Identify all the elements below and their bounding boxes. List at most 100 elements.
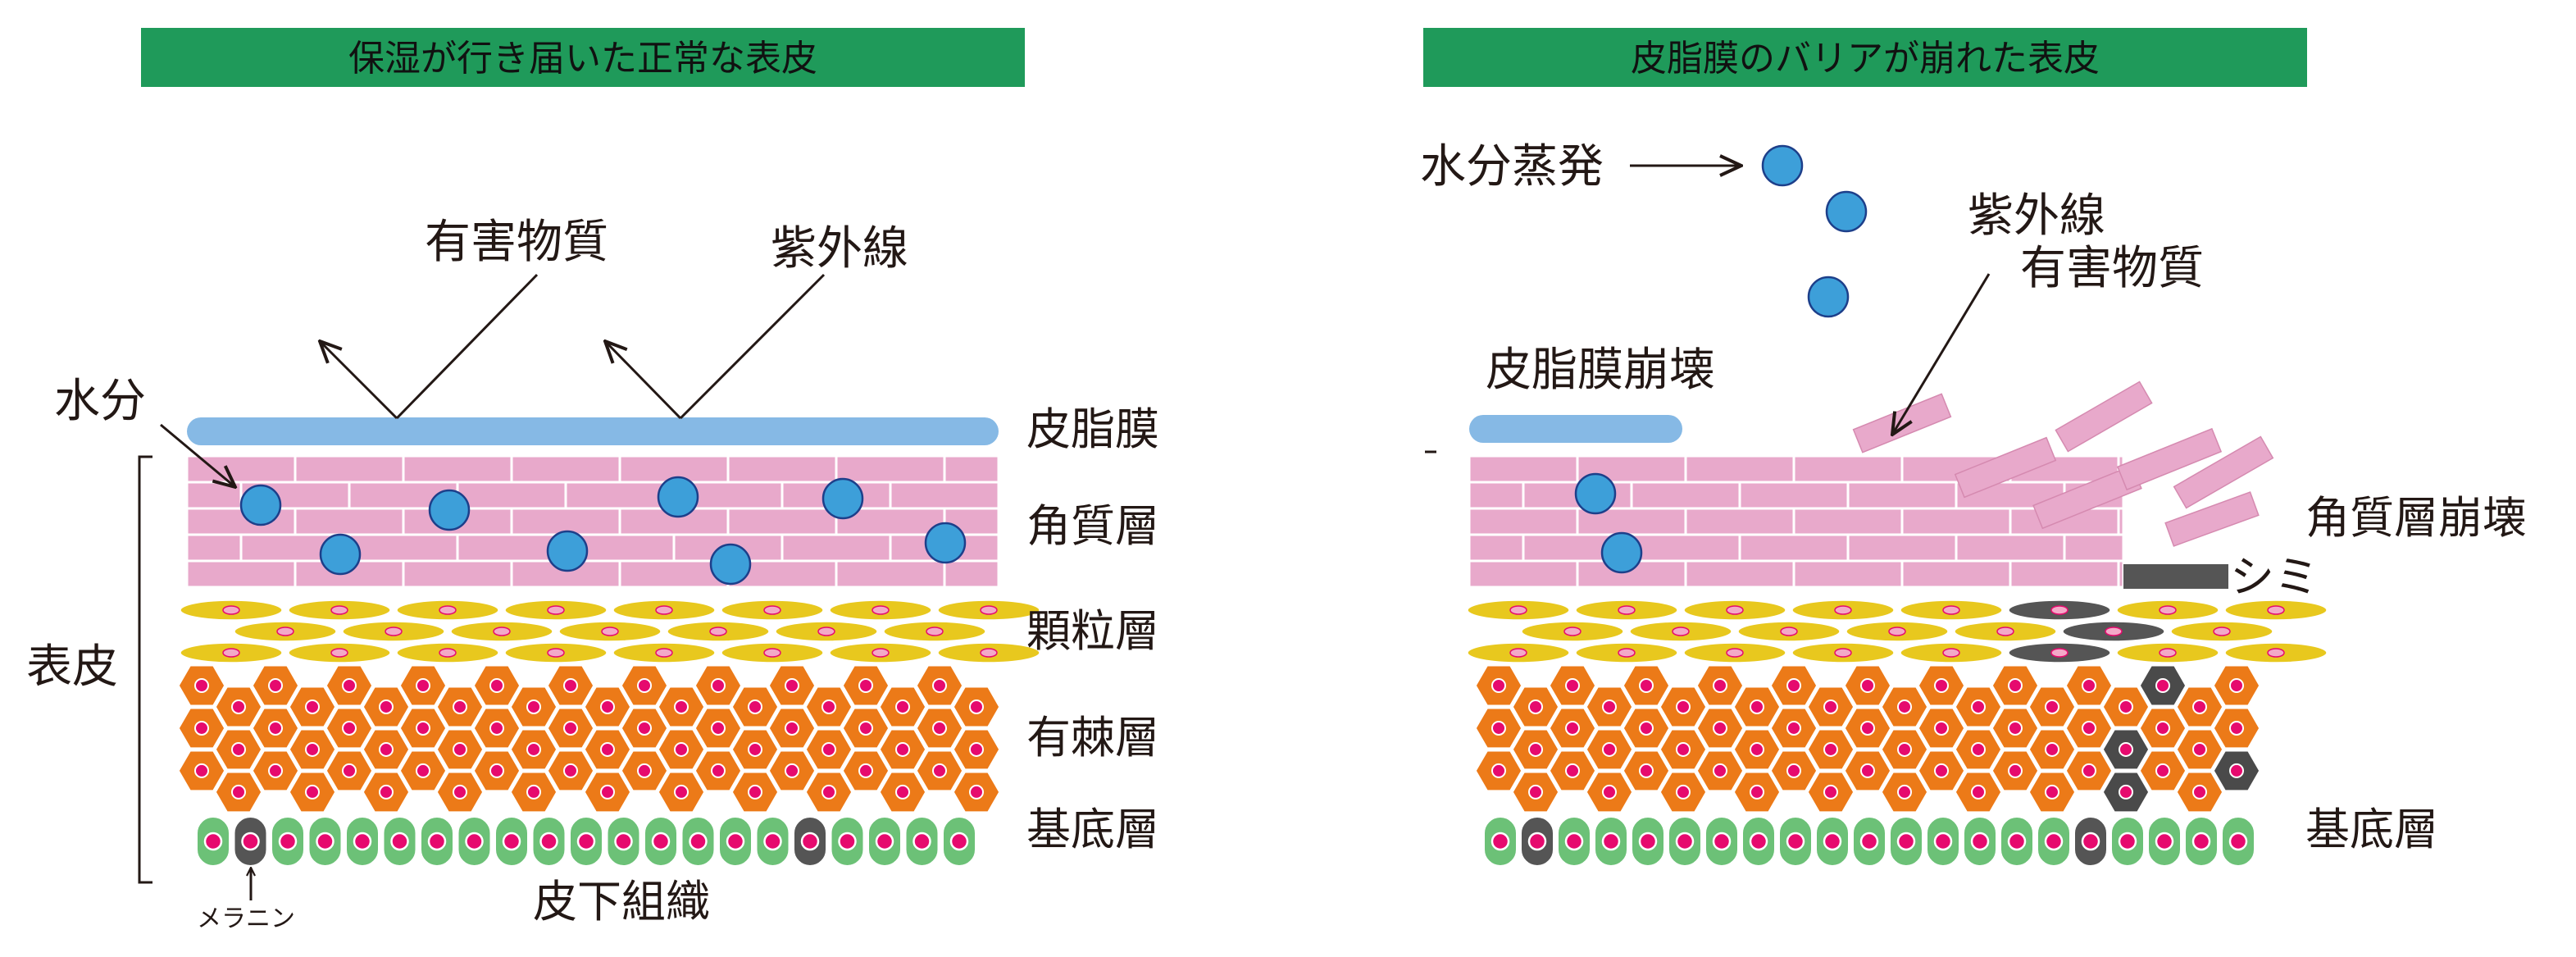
cell-nucleus xyxy=(674,784,689,800)
cell-nucleus xyxy=(817,627,835,636)
cell-nucleus xyxy=(2229,720,2244,736)
cell-nucleus xyxy=(493,627,511,636)
cell-nucleus xyxy=(1713,720,1727,736)
cell-nucleus xyxy=(1639,763,1654,778)
corneum-cell xyxy=(1468,559,1579,589)
cell-nucleus xyxy=(748,741,762,757)
cell-nucleus xyxy=(1528,784,1543,800)
cell-nucleus xyxy=(1897,741,1912,757)
cell-nucleus xyxy=(1933,832,1953,851)
cell-nucleus xyxy=(330,648,348,658)
cell-nucleus xyxy=(2155,763,2170,778)
right-title-banner xyxy=(1423,28,2307,87)
left-label-uv: 紫外線 xyxy=(771,222,908,276)
corneum-cell xyxy=(1792,454,1904,484)
cell-nucleus xyxy=(1491,763,1506,778)
cell-nucleus xyxy=(1639,678,1654,693)
corneum-cell xyxy=(1846,481,1958,510)
left-sebum-film xyxy=(187,417,999,445)
cell-nucleus xyxy=(875,832,894,851)
corneum-cell xyxy=(1468,454,1579,484)
water-drop xyxy=(1574,472,1617,515)
corneum-cell xyxy=(294,454,405,484)
cell-nucleus xyxy=(2008,720,2023,736)
cell-nucleus xyxy=(502,832,521,851)
cell-nucleus xyxy=(2007,832,2027,851)
cell-nucleus xyxy=(1676,741,1691,757)
cell-nucleus xyxy=(711,678,726,693)
cell-nucleus xyxy=(526,699,541,714)
cell-nucleus xyxy=(453,784,467,800)
cell-nucleus xyxy=(1971,699,1986,714)
cell-nucleus xyxy=(913,832,931,851)
loose-corneum-cell xyxy=(2164,491,2260,547)
cell-nucleus xyxy=(2159,648,2177,658)
cell-nucleus xyxy=(858,720,873,736)
cell-nucleus xyxy=(1602,699,1617,714)
cell-nucleus xyxy=(563,763,578,778)
cell-nucleus xyxy=(379,699,394,714)
left-label-moisture: 水分 xyxy=(54,375,146,428)
corneum-cell xyxy=(726,454,838,484)
cell-nucleus xyxy=(1971,784,1986,800)
cell-nucleus xyxy=(1676,699,1691,714)
cell-nucleus xyxy=(2213,627,2231,636)
left-title: 保湿が行き届いた正常な表皮 xyxy=(348,38,817,80)
corneum-cell xyxy=(1684,454,1795,484)
cell-nucleus xyxy=(1859,832,1879,851)
cell-nucleus xyxy=(689,832,708,851)
cell-nucleus xyxy=(1713,763,1727,778)
cell-nucleus xyxy=(1491,832,1510,851)
cell-nucleus xyxy=(1602,784,1617,800)
cell-nucleus xyxy=(576,832,596,851)
cell-nucleus xyxy=(1971,741,1986,757)
cell-nucleus xyxy=(1860,763,1875,778)
cell-nucleus xyxy=(1823,699,1838,714)
cell-nucleus xyxy=(2008,763,2023,778)
cell-nucleus xyxy=(858,678,873,693)
loose-corneum-cell xyxy=(2055,381,2153,453)
cell-nucleus xyxy=(563,720,578,736)
cell-nucleus xyxy=(453,699,467,714)
cell-nucleus xyxy=(2118,832,2137,851)
cell-nucleus xyxy=(278,832,298,851)
right-label-corneum-collapse: 角質層崩壊 xyxy=(2305,492,2527,544)
cell-nucleus xyxy=(316,832,335,851)
corneum-cell xyxy=(1738,481,1850,510)
corneum-cell xyxy=(456,481,567,510)
corneum-cell xyxy=(1468,481,1525,510)
cell-nucleus xyxy=(637,763,652,778)
cell-nucleus xyxy=(439,648,457,658)
cell-nucleus xyxy=(1565,763,1580,778)
right-sebum-film-fragment xyxy=(1469,415,1682,443)
cell-nucleus xyxy=(241,832,260,851)
corneum-cell xyxy=(1900,507,2012,536)
cell-nucleus xyxy=(2267,605,2285,615)
corneum-cell xyxy=(402,454,513,484)
cell-nucleus xyxy=(895,741,910,757)
cell-nucleus xyxy=(1528,741,1543,757)
corneum-cell xyxy=(185,559,297,589)
cell-nucleus xyxy=(821,784,836,800)
corneum-cell xyxy=(2117,559,2125,589)
corneum-cell xyxy=(2117,507,2125,536)
left-label-stratum-corneum: 角質層 xyxy=(1026,500,1159,552)
cell-nucleus xyxy=(2191,832,2211,851)
cell-nucleus xyxy=(932,720,947,736)
left-granular-cells xyxy=(180,599,1040,663)
cell-nucleus xyxy=(1491,720,1506,736)
cell-nucleus xyxy=(2159,605,2177,615)
corneum-cell xyxy=(1900,559,2012,589)
cell-nucleus xyxy=(1860,720,1875,736)
right-granular-cells xyxy=(1467,599,2328,663)
cell-nucleus xyxy=(194,720,209,736)
corneum-cell xyxy=(185,533,243,563)
cell-nucleus xyxy=(353,832,372,851)
right-moisture-drops xyxy=(1574,144,1868,574)
cell-nucleus xyxy=(385,627,403,636)
cell-nucleus xyxy=(2045,699,2059,714)
right-label-uv: 紫外線 xyxy=(1968,189,2105,243)
cell-nucleus xyxy=(547,648,565,658)
cell-nucleus xyxy=(1618,605,1636,615)
cell-nucleus xyxy=(305,699,320,714)
